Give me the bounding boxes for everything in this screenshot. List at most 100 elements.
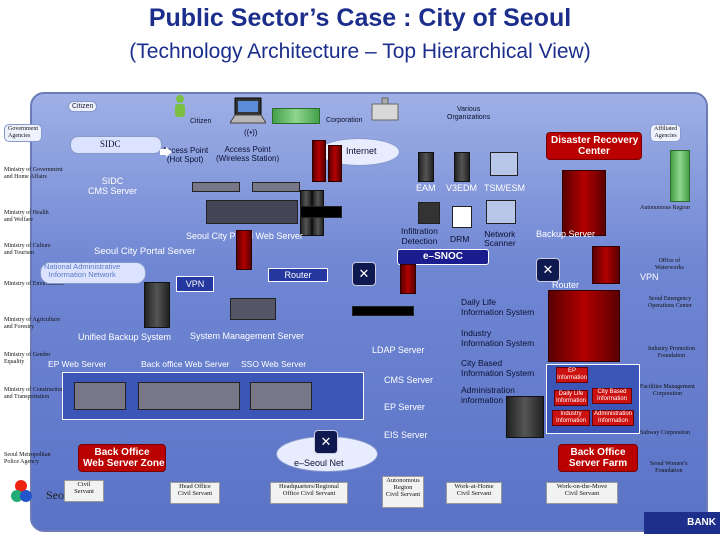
server-cluster-icon bbox=[206, 200, 298, 224]
right-agency-item: Industry Promotion Foundation bbox=[648, 346, 695, 359]
corporation-building-icon bbox=[272, 108, 320, 124]
agency-item: Ministry of Agriculture and Forestry bbox=[4, 317, 60, 330]
back-office-zone-banner: Back Office Web Server Zone bbox=[78, 444, 166, 472]
web-server-icon bbox=[250, 382, 312, 410]
firewall-icon bbox=[328, 145, 342, 182]
mini-info-city: City Based Information bbox=[592, 388, 632, 404]
page-subtitle: (Technology Architecture – Top Hierarchi… bbox=[129, 40, 591, 63]
sidc-cms-label: SIDC CMS Server bbox=[88, 176, 138, 196]
infiltration-label: Infiltration Detection bbox=[401, 226, 438, 246]
corporation-label: Corporation bbox=[326, 117, 363, 124]
sidc-label: SIDC bbox=[100, 139, 121, 149]
vpn-right-label: VPN bbox=[640, 272, 659, 282]
web-server-icon bbox=[74, 382, 126, 410]
firewall-icon bbox=[400, 264, 416, 294]
right-agency-item: Subway Corporation bbox=[640, 430, 690, 436]
various-organizations-label: Various Organizations bbox=[447, 106, 491, 121]
work-at-home-box: Work-at-Home Civil Servant bbox=[446, 482, 502, 504]
laptop-icon bbox=[229, 96, 267, 129]
right-agency-item: Seoul Emergency Operations Center bbox=[648, 296, 692, 309]
router-icon: ✕ bbox=[536, 258, 560, 282]
government-agencies-label: Government Agencies bbox=[4, 124, 42, 142]
head-office-box: Head Office Civil Servant bbox=[170, 482, 220, 504]
v3edm-server-icon bbox=[454, 152, 470, 182]
web-server-icon bbox=[138, 382, 240, 410]
city-based-system-label: City Based Information System bbox=[461, 358, 535, 378]
daily-life-system-label: Daily Life Information System bbox=[461, 297, 535, 317]
administration-system-label: Administration information bbox=[461, 385, 515, 405]
agency-item: Ministry of Government and Home Affairs bbox=[4, 167, 63, 180]
unified-backup-label: Unified Backup System bbox=[78, 332, 172, 342]
sso-web-server-label: SSO Web Server bbox=[241, 359, 307, 369]
router-center-label: Router bbox=[268, 268, 328, 282]
autonomous-region-box: Autonomous Region Civil Servant bbox=[382, 476, 424, 508]
right-agency-item: Autonomous Region bbox=[640, 205, 690, 211]
agency-item: Seoul Metropolitan Police Agency bbox=[4, 452, 51, 465]
ldap-server-label: LDAP Server bbox=[372, 345, 425, 355]
router-firewall-icon bbox=[592, 246, 620, 284]
admin-network-cloud bbox=[40, 262, 146, 284]
headquarters-box: Headquarters/Regional Office Civil Serva… bbox=[270, 482, 348, 504]
router-icon: ✕ bbox=[352, 262, 376, 286]
bank-logo: BANK bbox=[644, 512, 720, 534]
page-title: Public Sector’s Case : City of Seoul bbox=[148, 4, 572, 32]
esnoc-banner: e–SNOC bbox=[397, 249, 489, 265]
cms-server-label: CMS Server bbox=[384, 375, 434, 385]
switch-icon bbox=[300, 206, 342, 218]
disaster-recovery-banner: Disaster Recovery Center bbox=[546, 132, 642, 160]
seoul-logo-icon bbox=[8, 478, 34, 511]
affiliated-building-icon bbox=[670, 150, 690, 202]
eseoul-net-label: e–Seoul Net bbox=[294, 458, 344, 468]
agency-item: Ministry of Construction and Transportat… bbox=[4, 387, 64, 400]
eam-label: EAM bbox=[416, 183, 436, 193]
admin-network-label: National Administrative Information Netw… bbox=[44, 262, 121, 279]
drm-icon bbox=[452, 206, 472, 228]
v3edm-label: V3EDM bbox=[446, 183, 478, 193]
right-agency-item: Facilities Management Corporation bbox=[640, 384, 695, 397]
agency-item: Ministry of Gender Equality bbox=[4, 352, 51, 365]
eam-server-icon bbox=[418, 152, 434, 182]
firewall-icon bbox=[312, 140, 326, 182]
storage-server-icon bbox=[506, 396, 544, 438]
back-office-farm-banner: Back Office Server Farm bbox=[558, 444, 638, 472]
ids-icon bbox=[418, 202, 440, 224]
agency-item: Ministry of Environment bbox=[4, 281, 64, 287]
scanner-monitor-icon bbox=[486, 200, 516, 224]
backup-server-label: Backup Server bbox=[536, 229, 596, 239]
network-switch-icon bbox=[252, 182, 300, 192]
organization-building-icon bbox=[370, 96, 400, 127]
citizen-chip: Citizen bbox=[68, 101, 98, 112]
portal-server-label: Seoul City Portal Server bbox=[94, 246, 196, 257]
network-switch-icon bbox=[192, 182, 240, 192]
work-on-move-box: Work-on-the-Move Civil Servant bbox=[546, 482, 618, 504]
router-label: Router bbox=[552, 280, 580, 290]
vpn-left-label: VPN bbox=[176, 276, 214, 292]
sidc-banner bbox=[70, 136, 162, 154]
management-server-icon bbox=[230, 298, 276, 320]
mini-info-admin: Administration Information bbox=[592, 410, 634, 426]
eis-server-label: EIS Server bbox=[384, 430, 428, 440]
mini-info-ep: EP Information bbox=[556, 367, 588, 383]
internet-label: Internet bbox=[346, 146, 377, 156]
right-agency-item: Seoul Women’s Foundation bbox=[650, 461, 688, 474]
firewall-icon bbox=[236, 230, 252, 270]
right-agency-item: Office of Waterworks bbox=[655, 258, 684, 271]
disaster-recovery-server-icon bbox=[562, 170, 606, 236]
system-management-label: System Management Server bbox=[190, 331, 305, 341]
backoffice-web-server-label: Back office Web Server bbox=[141, 359, 230, 369]
agency-item: Ministry of Culture and Tourism bbox=[4, 243, 51, 256]
mini-info-industry: Industry Information bbox=[552, 410, 590, 426]
server-farm-icon bbox=[548, 290, 620, 362]
citizen-person-icon bbox=[172, 94, 188, 118]
arrow-icon bbox=[160, 144, 172, 162]
unified-backup-server-icon bbox=[144, 282, 170, 328]
ep-server-label: EP Server bbox=[384, 402, 425, 412]
civil-servant-box: Civil Servant bbox=[64, 480, 104, 502]
access-point-wireless-label: Access Point (Wireless Station) bbox=[216, 145, 280, 163]
mini-info-daily: Daily Life Information bbox=[554, 390, 588, 406]
network-scanner-label: Network Scanner bbox=[484, 229, 516, 248]
monitor-icon bbox=[490, 152, 518, 176]
tsm-esm-label: TSM/ESM bbox=[484, 183, 526, 193]
router-icon: ✕ bbox=[314, 430, 338, 454]
agency-item: Ministry of Health and Welfare bbox=[4, 210, 49, 223]
